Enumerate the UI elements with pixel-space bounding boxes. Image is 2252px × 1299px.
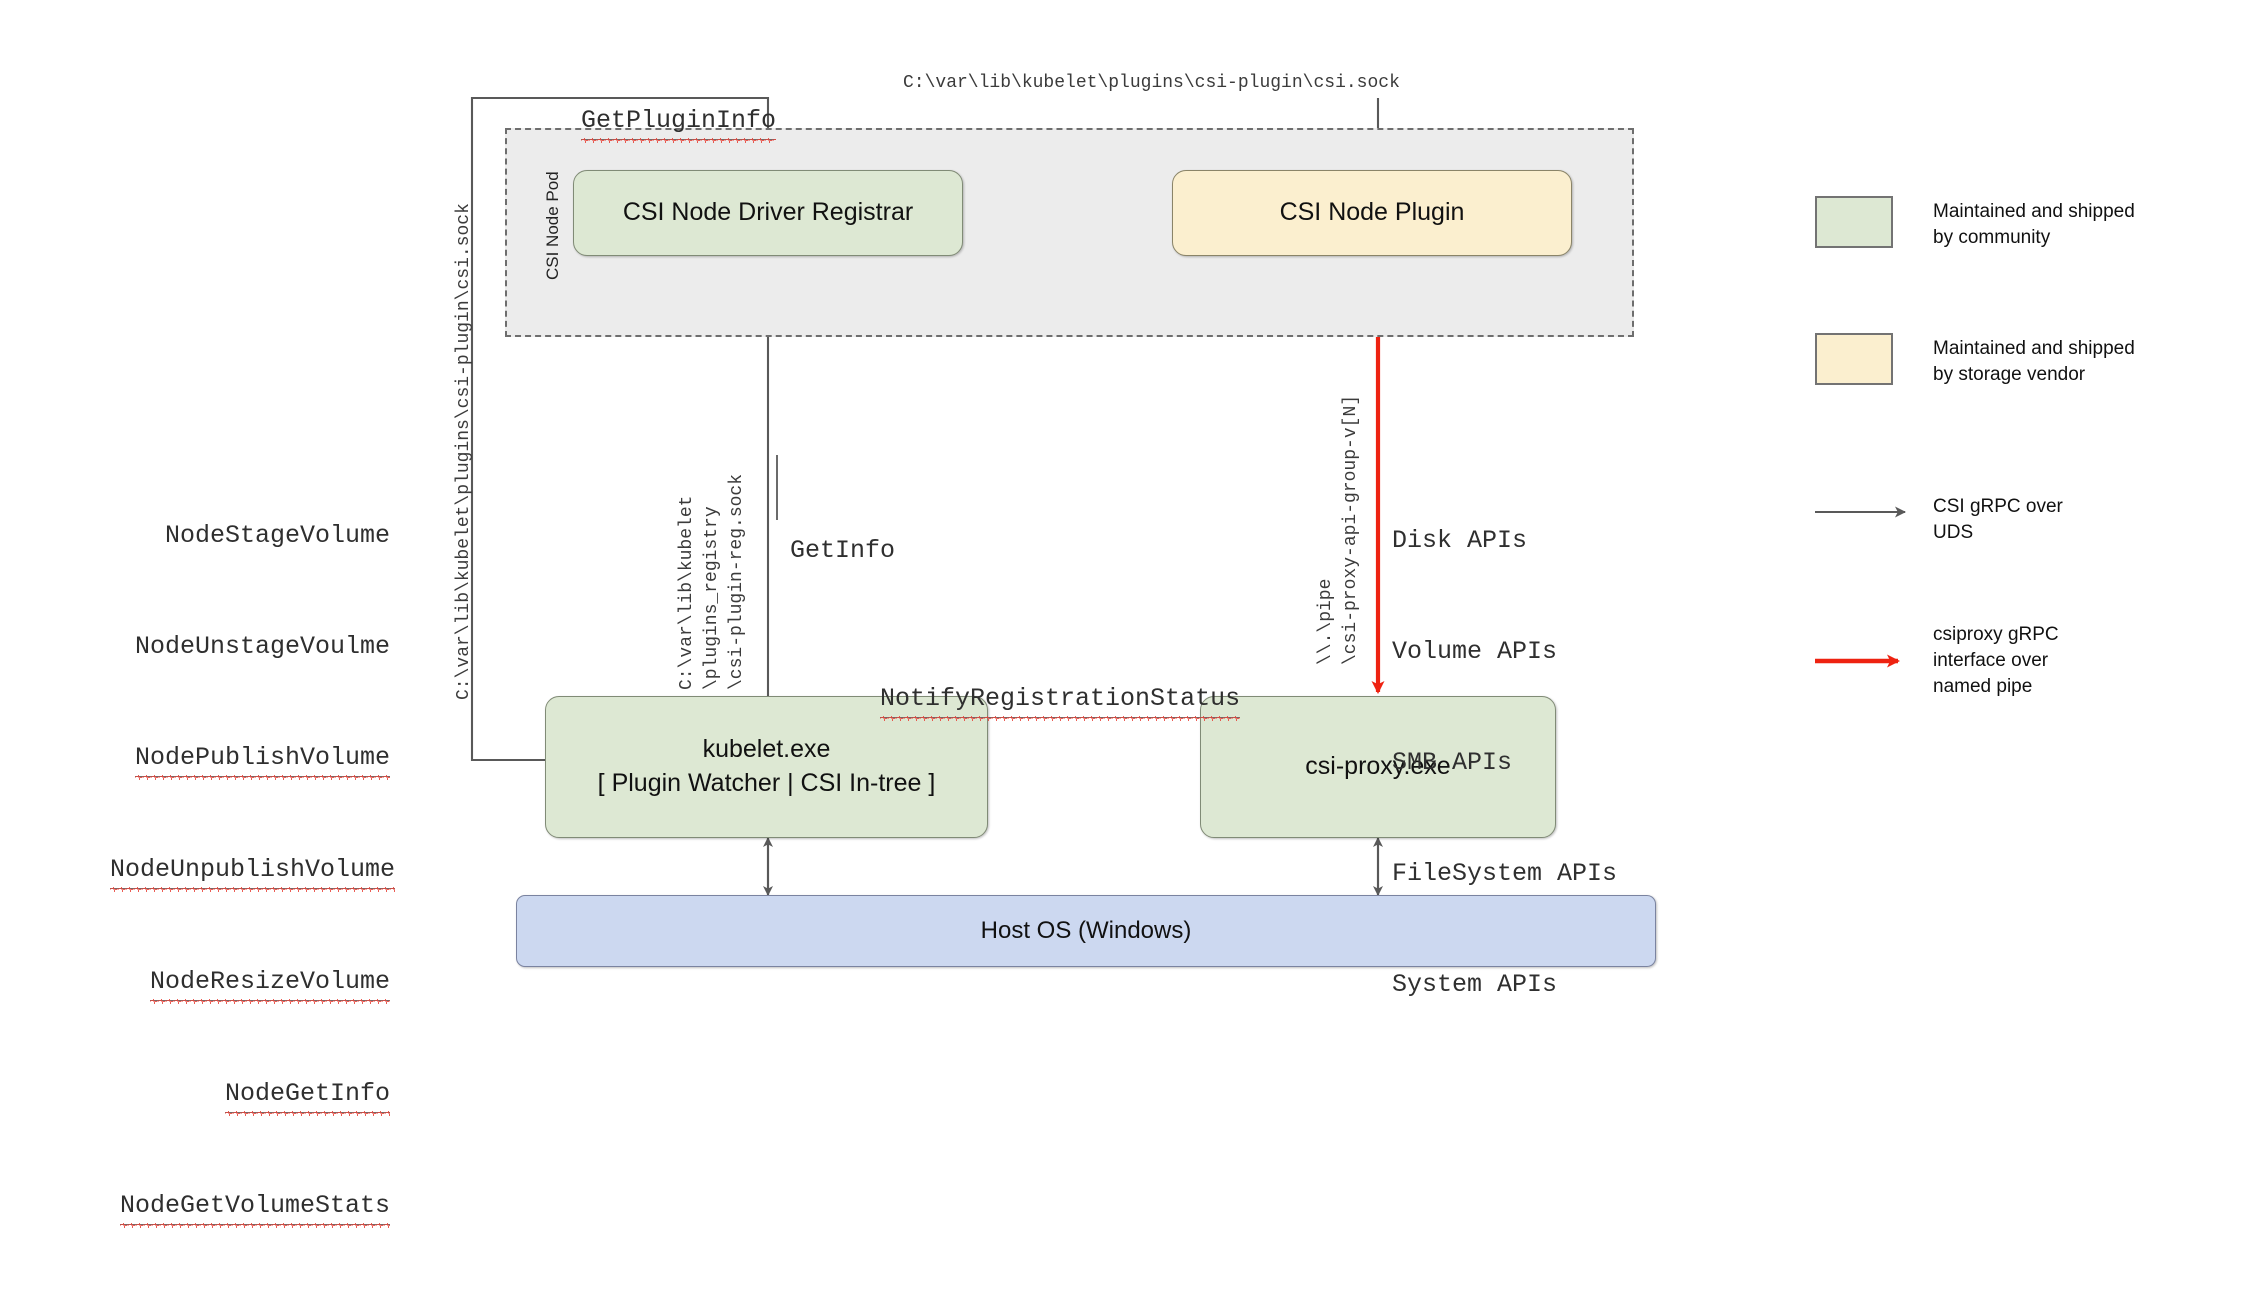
- diagram-canvas: CSI Node Pod CSI Node Driver Registrar C…: [110, 65, 2135, 1228]
- legend-label-csi-grpc-uds: CSI gRPC over UDS: [1933, 496, 2063, 544]
- node-label: CSI Node Plugin: [1279, 198, 1465, 227]
- node-csi-proxy-exe[interactable]: csi-proxy.exe: [1200, 696, 1556, 838]
- node-label: csi-proxy.exe: [1305, 752, 1451, 781]
- csi-proxy-api: FileSystem APIs: [1392, 859, 1618, 888]
- legend-swatch-vendor: [1815, 333, 1893, 385]
- node-service-call: NodeStageVolume: [164, 521, 390, 550]
- csi-proxy-api-list: Disk APIs Volume APIs SMB APIs FileSyste…: [1392, 448, 1617, 1077]
- legend-label-csiproxy-grpc: csiproxy gRPC interface over named pipe: [1933, 624, 2059, 698]
- label-plugins-registry-path-line-3: \csi-plugin-reg.sock: [727, 473, 747, 690]
- label-named-pipe-line-1: \\.\pipe: [1316, 578, 1336, 665]
- csi-proxy-api: System APIs: [1392, 970, 1558, 999]
- registration-call-getinfo: GetInfo: [790, 536, 896, 565]
- node-service-call-list: NodeStageVolume NodeUnstageVoulme NodePu…: [110, 443, 396, 1299]
- legend-swatch-community: [1815, 196, 1893, 248]
- label-csi-sock-path-left: C:\var\lib\kubelet\plugins\csi-plugin\cs…: [454, 203, 474, 700]
- node-service-call: NodeResizeVolume: [110, 963, 391, 1004]
- legend-label-vendor: Maintained and shipped by storage vendor: [1933, 338, 2135, 386]
- label-plugins-registry-path-line-2: \plugins_registry: [702, 506, 722, 690]
- csi-proxy-api: Disk APIs: [1392, 526, 1528, 555]
- legend-label-community: Maintained and shipped by community: [1933, 201, 2135, 249]
- node-service-call: NodeUnpublishVolume: [110, 851, 396, 892]
- node-service-call: NodePublishVolume: [110, 739, 391, 780]
- kubelet-line-1: kubelet.exe: [702, 735, 831, 764]
- node-service-call: NodeUnstageVoulme: [134, 632, 390, 661]
- label-registration-calls: GetInfo NotifyRegistrationStatus: [790, 458, 1241, 829]
- label-get-plugin-info: GetPluginInfo: [521, 65, 777, 177]
- node-csi-node-driver-registrar[interactable]: CSI Node Driver Registrar: [573, 170, 963, 256]
- label-named-pipe-line-2: \csi-proxy-api-group-v[N]: [1341, 394, 1361, 665]
- csi-proxy-api: SMB APIs: [1392, 748, 1513, 777]
- node-csi-node-plugin[interactable]: CSI Node Plugin: [1172, 170, 1572, 256]
- node-service-call: NodeGetVolumeStats: [110, 1187, 391, 1228]
- node-label: Host OS (Windows): [980, 916, 1192, 944]
- node-label: CSI Node Driver Registrar: [622, 198, 914, 227]
- kubelet-line-2: [ Plugin Watcher | CSI In-tree ]: [597, 769, 936, 797]
- node-host-os[interactable]: Host OS (Windows): [516, 895, 1656, 967]
- csi-node-pod-label: CSI Node Pod: [543, 171, 562, 280]
- registration-call-notify: NotifyRegistrationStatus: [790, 643, 1241, 755]
- label-csi-sock-path-top: C:\var\lib\kubelet\plugins\csi-plugin\cs…: [903, 73, 1400, 93]
- label-plugins-registry-path-line-1: C:\var\lib\kubelet: [677, 495, 697, 690]
- csi-proxy-api: Volume APIs: [1392, 637, 1558, 666]
- node-service-call: NodeGetInfo: [110, 1075, 391, 1116]
